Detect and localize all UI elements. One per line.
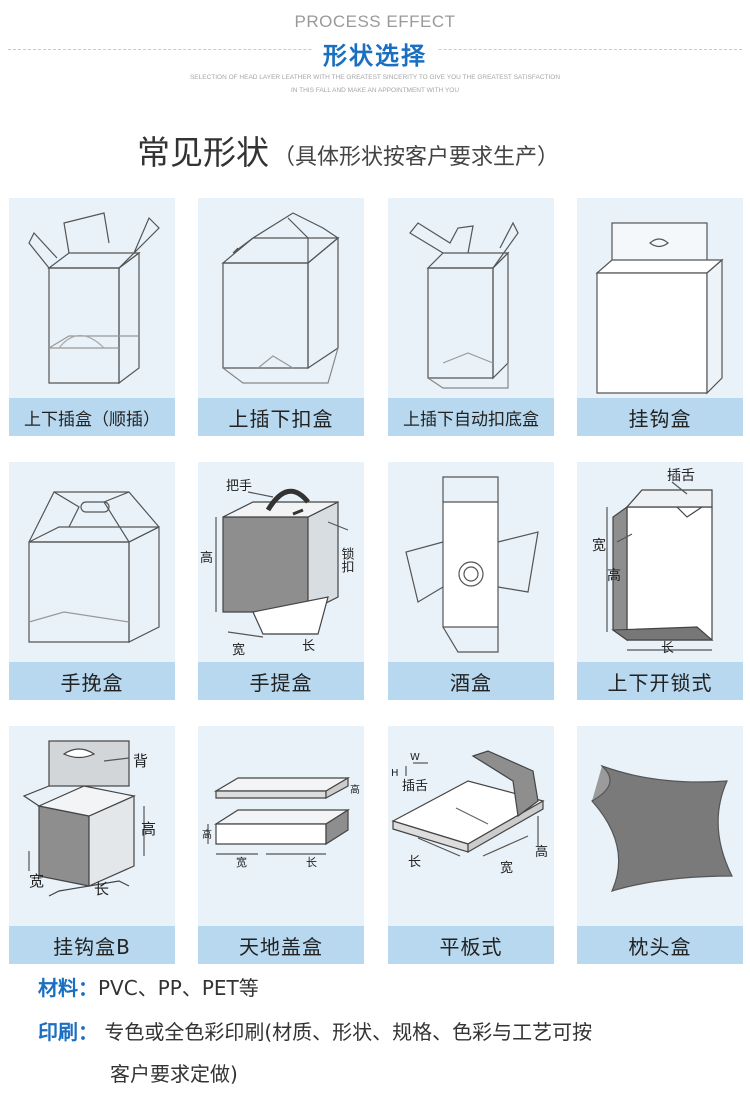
length-annotation: 长 — [306, 856, 317, 869]
shape-card-flat: W H 插舌 长 宽 高 平板式 — [388, 726, 554, 964]
section-title-note: （具体形状按客户要求生产） — [273, 145, 560, 170]
shape-card-wine: 酒盒 — [388, 462, 554, 700]
hanger-box-b-illustration: 背 高 宽 长 — [22, 740, 156, 898]
shape-card-handle: 把手 高 锁扣 宽 长 手提盒 — [198, 462, 364, 700]
material-label: 材料： — [38, 976, 98, 1000]
shape-label: 手提盒 — [198, 662, 364, 700]
shape-card-lid-base: 高 高 宽 长 天地盖盒 — [198, 726, 364, 964]
hanger-box-illustration — [595, 222, 724, 395]
shape-card-tuck-end: 上下插盒（顺插） — [9, 198, 175, 436]
lock-annotation: 锁扣 — [339, 546, 355, 573]
height-annotation: 高 — [141, 820, 156, 838]
shape-card-hanger-b: 背 高 宽 长 挂钩盒B — [9, 726, 175, 964]
length-annotation: 长 — [661, 641, 674, 656]
pillow-box-illustration — [591, 764, 733, 892]
tongue-annotation: 插舌 — [402, 779, 428, 794]
shape-label: 手挽盒 — [9, 662, 175, 700]
header-english-title: PROCESS EFFECT — [294, 12, 456, 31]
shape-label: 天地盖盒 — [198, 926, 364, 964]
shape-label: 上下开锁式 — [577, 662, 743, 700]
shape-label: 枕头盒 — [577, 926, 743, 964]
width-annotation: 宽 — [232, 642, 245, 658]
shape-card-hanger: 挂钩盒 — [577, 198, 743, 436]
shape-label: 上下插盒（顺插） — [9, 398, 175, 436]
height-annotation: 高 — [535, 844, 548, 860]
section-title-main: 常见形状 — [137, 133, 269, 172]
print-line: 印刷： 专色或全色彩印刷(材质、形状、规格、色彩与工艺可按 — [38, 1016, 592, 1045]
length-annotation: 长 — [302, 639, 315, 654]
lid-base-box-illustration: 高 高 宽 长 — [202, 776, 360, 869]
shape-card-lock-top-bottom: 插舌 宽 高 长 上下开锁式 — [577, 462, 743, 700]
shape-label: 挂钩盒B — [9, 926, 175, 964]
tuck-end-box-illustration — [28, 212, 160, 385]
shape-card-pillow: 枕头盒 — [577, 726, 743, 964]
back-annotation: 背 — [133, 752, 148, 770]
shape-label: 酒盒 — [388, 662, 554, 700]
shape-label: 上插下扣盒 — [198, 398, 364, 436]
w-annotation: W — [410, 752, 420, 763]
h-annotation: H — [391, 768, 399, 779]
length-annotation: 长 — [94, 880, 109, 898]
shape-card-tuck-top-snap-bottom: 上插下扣盒 — [198, 198, 364, 436]
width-annotation: 宽 — [592, 537, 606, 554]
lock-top-bottom-illustration: 插舌 宽 高 长 — [592, 468, 714, 656]
wine-box-illustration — [405, 476, 539, 653]
print-value-line1: 专色或全色彩印刷(材质、形状、规格、色彩与工艺可按 — [104, 1020, 593, 1044]
width-annotation: 宽 — [29, 872, 44, 890]
header-subtitle-line2: IN THIS FALL AND MAKE AN APPOINTMENT WIT… — [290, 87, 460, 94]
print-label: 印刷： — [38, 1020, 98, 1044]
shape-card-auto-lock-bottom: 上插下自动扣底盒 — [388, 198, 554, 436]
height-annotation: 高 — [200, 550, 213, 566]
material-value: PVC、PP、PET等 — [98, 976, 259, 1000]
shape-label: 上插下自动扣底盒 — [388, 398, 554, 436]
shape-label: 挂钩盒 — [577, 398, 743, 436]
length-annotation: 长 — [408, 855, 421, 870]
handle-annotation: 把手 — [226, 479, 252, 494]
shape-label: 平板式 — [388, 926, 554, 964]
material-line: 材料：PVC、PP、PET等 — [38, 972, 259, 1001]
height-annotation: 高 — [607, 567, 621, 584]
header-chinese-title: 形状选择 — [313, 36, 437, 71]
width-annotation: 宽 — [236, 855, 247, 869]
print-value-line2: 客户要求定做) — [110, 1062, 238, 1086]
tongue-annotation: 插舌 — [667, 468, 695, 484]
handle-box-illustration: 把手 高 锁扣 宽 长 — [200, 479, 355, 658]
section-title: 常见形状（具体形状按客户要求生产） — [137, 126, 559, 174]
height-side-annotation: 高 — [202, 828, 212, 841]
handle-carry-box-illustration — [28, 491, 160, 643]
tuck-top-snap-bottom-illustration — [221, 212, 340, 384]
header-subtitle-line1: SELECTION OF HEAD LAYER LEATHER WITH THE… — [189, 74, 561, 81]
flat-box-illustration: W H 插舌 长 宽 高 — [391, 750, 548, 876]
height-top-annotation: 高 — [350, 783, 360, 796]
width-annotation: 宽 — [500, 860, 513, 876]
shape-card-handle-carry: 手挽盒 — [9, 462, 175, 700]
auto-lock-bottom-illustration — [409, 221, 519, 389]
